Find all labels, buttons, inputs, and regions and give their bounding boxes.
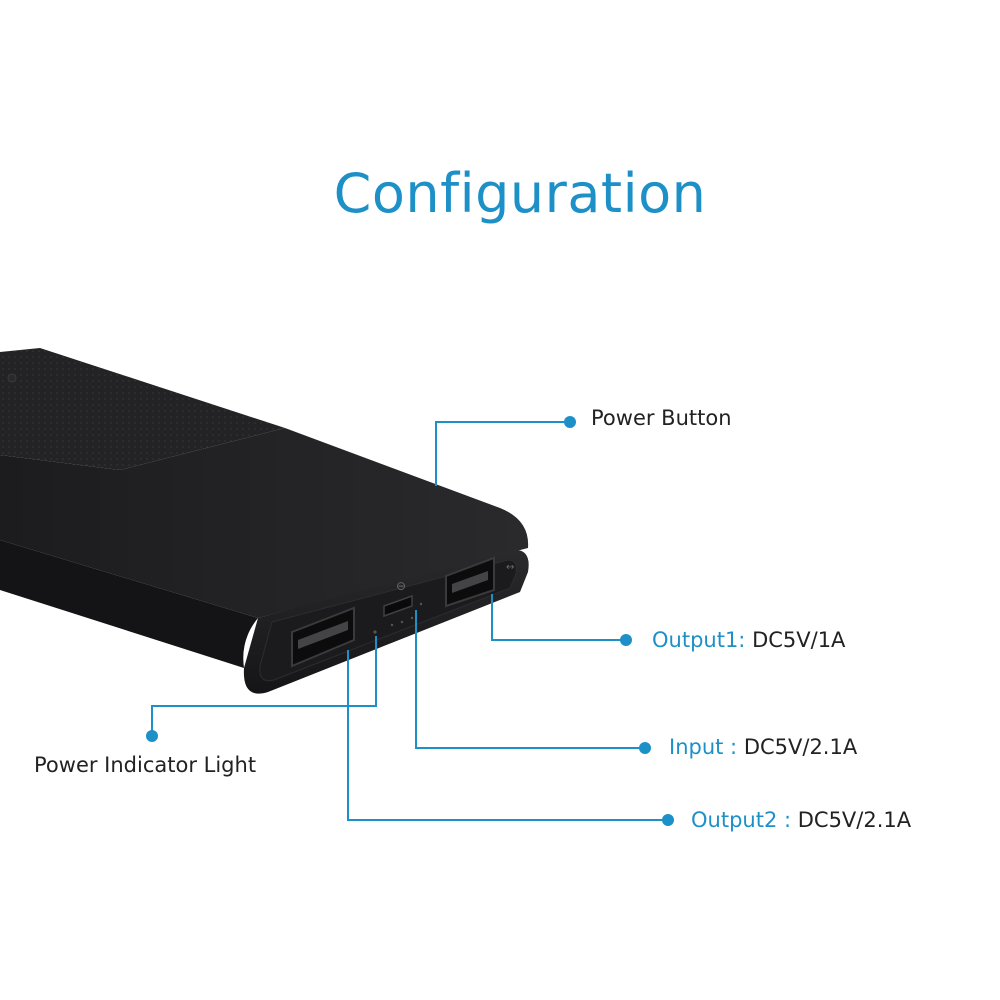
callout-dot-input bbox=[639, 742, 651, 754]
label-output1: Output1: DC5V/1A bbox=[652, 628, 845, 652]
callout-line-output2 bbox=[347, 650, 668, 821]
label-power-button: Power Button bbox=[591, 406, 732, 430]
usb-port-output1 bbox=[445, 556, 495, 608]
label-output2-value: DC5V/2.1A bbox=[791, 808, 912, 832]
callout-lines bbox=[151, 421, 668, 821]
indicator-dot bbox=[400, 620, 404, 624]
callout-dot-output2 bbox=[662, 814, 674, 826]
callout-dot-power-indicator bbox=[146, 730, 158, 742]
label-input-key: Input : bbox=[669, 735, 738, 759]
output-symbol: ↔ bbox=[506, 562, 514, 573]
power-bank-device: ⊖ ↔ bbox=[0, 348, 529, 694]
indicator-dot bbox=[390, 623, 394, 627]
label-power-indicator: Power Indicator Light bbox=[34, 753, 256, 777]
label-power-indicator-text: Power Indicator Light bbox=[34, 753, 257, 777]
indicator-dot bbox=[419, 602, 423, 606]
label-input: Input : DC5V/2.1A bbox=[669, 735, 857, 759]
callout-line-input bbox=[415, 610, 645, 749]
diagram-title: Configuration bbox=[333, 162, 707, 225]
micro-usb-input-port bbox=[383, 594, 413, 618]
callout-dot-power-button bbox=[564, 416, 576, 428]
device-top-textured bbox=[0, 348, 285, 470]
label-output2-key: Output2 : bbox=[691, 808, 792, 832]
input-symbol: ⊖ bbox=[396, 579, 406, 593]
power-button-icon bbox=[7, 373, 17, 383]
indicator-dot bbox=[373, 630, 377, 634]
callout-line-power-button bbox=[435, 421, 570, 486]
callout-dot-output1 bbox=[620, 634, 632, 646]
device-side bbox=[0, 540, 258, 668]
label-output2: Output2 : DC5V/2.1A bbox=[691, 808, 911, 832]
label-input-value: DC5V/2.1A bbox=[737, 735, 858, 759]
callout-line-output1 bbox=[491, 594, 626, 641]
usb-port-output2 bbox=[291, 606, 355, 668]
label-output1-key: Output1: bbox=[652, 628, 746, 652]
label-power-button-text: Power Button bbox=[591, 406, 732, 430]
device-top-smooth bbox=[0, 428, 529, 618]
callout-dots bbox=[146, 416, 674, 826]
label-output1-value: DC5V/1A bbox=[745, 628, 846, 652]
indicator-dot bbox=[410, 616, 414, 620]
callout-line-power-indicator bbox=[151, 636, 377, 736]
